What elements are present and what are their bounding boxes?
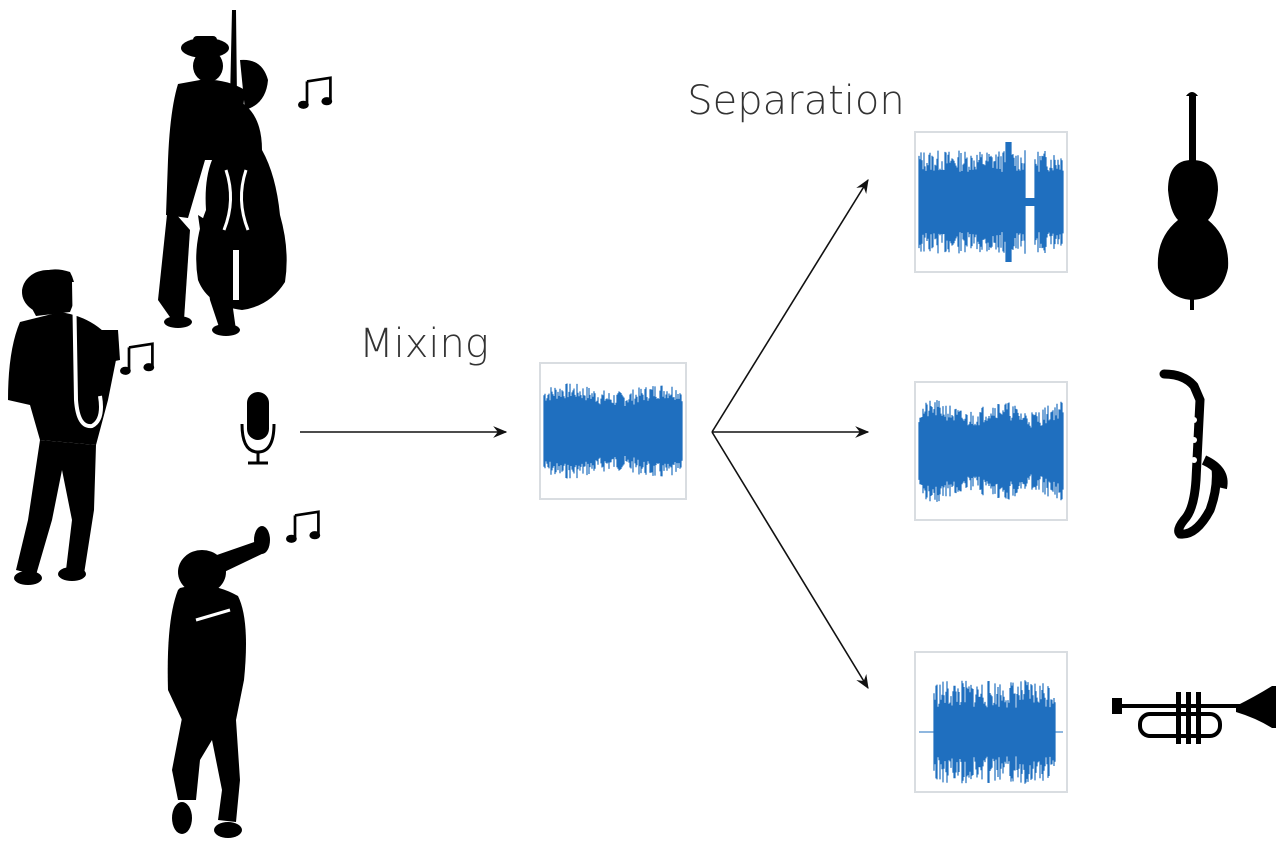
music-note-icon [298,76,334,111]
separation-arrow-bottom [711,431,869,689]
saxophonist-silhouette [8,269,120,585]
sax-waveform [914,381,1068,521]
music-note-icon [120,342,156,377]
separation-label: Separation [687,78,904,124]
saxophone-icon [1159,369,1228,539]
separation-arrow-top [711,179,869,433]
mixing-label: Mixing [359,321,489,367]
double-bass-icon [1157,92,1229,310]
trumpeter-silhouette [167,526,270,838]
bassist-silhouette [158,10,287,336]
trumpet-icon [1112,686,1276,744]
trumpet-waveform [914,651,1068,793]
microphone-icon [240,392,276,465]
bass-waveform [914,131,1068,273]
mixture-waveform [539,362,687,500]
music-note-icon [286,510,322,545]
